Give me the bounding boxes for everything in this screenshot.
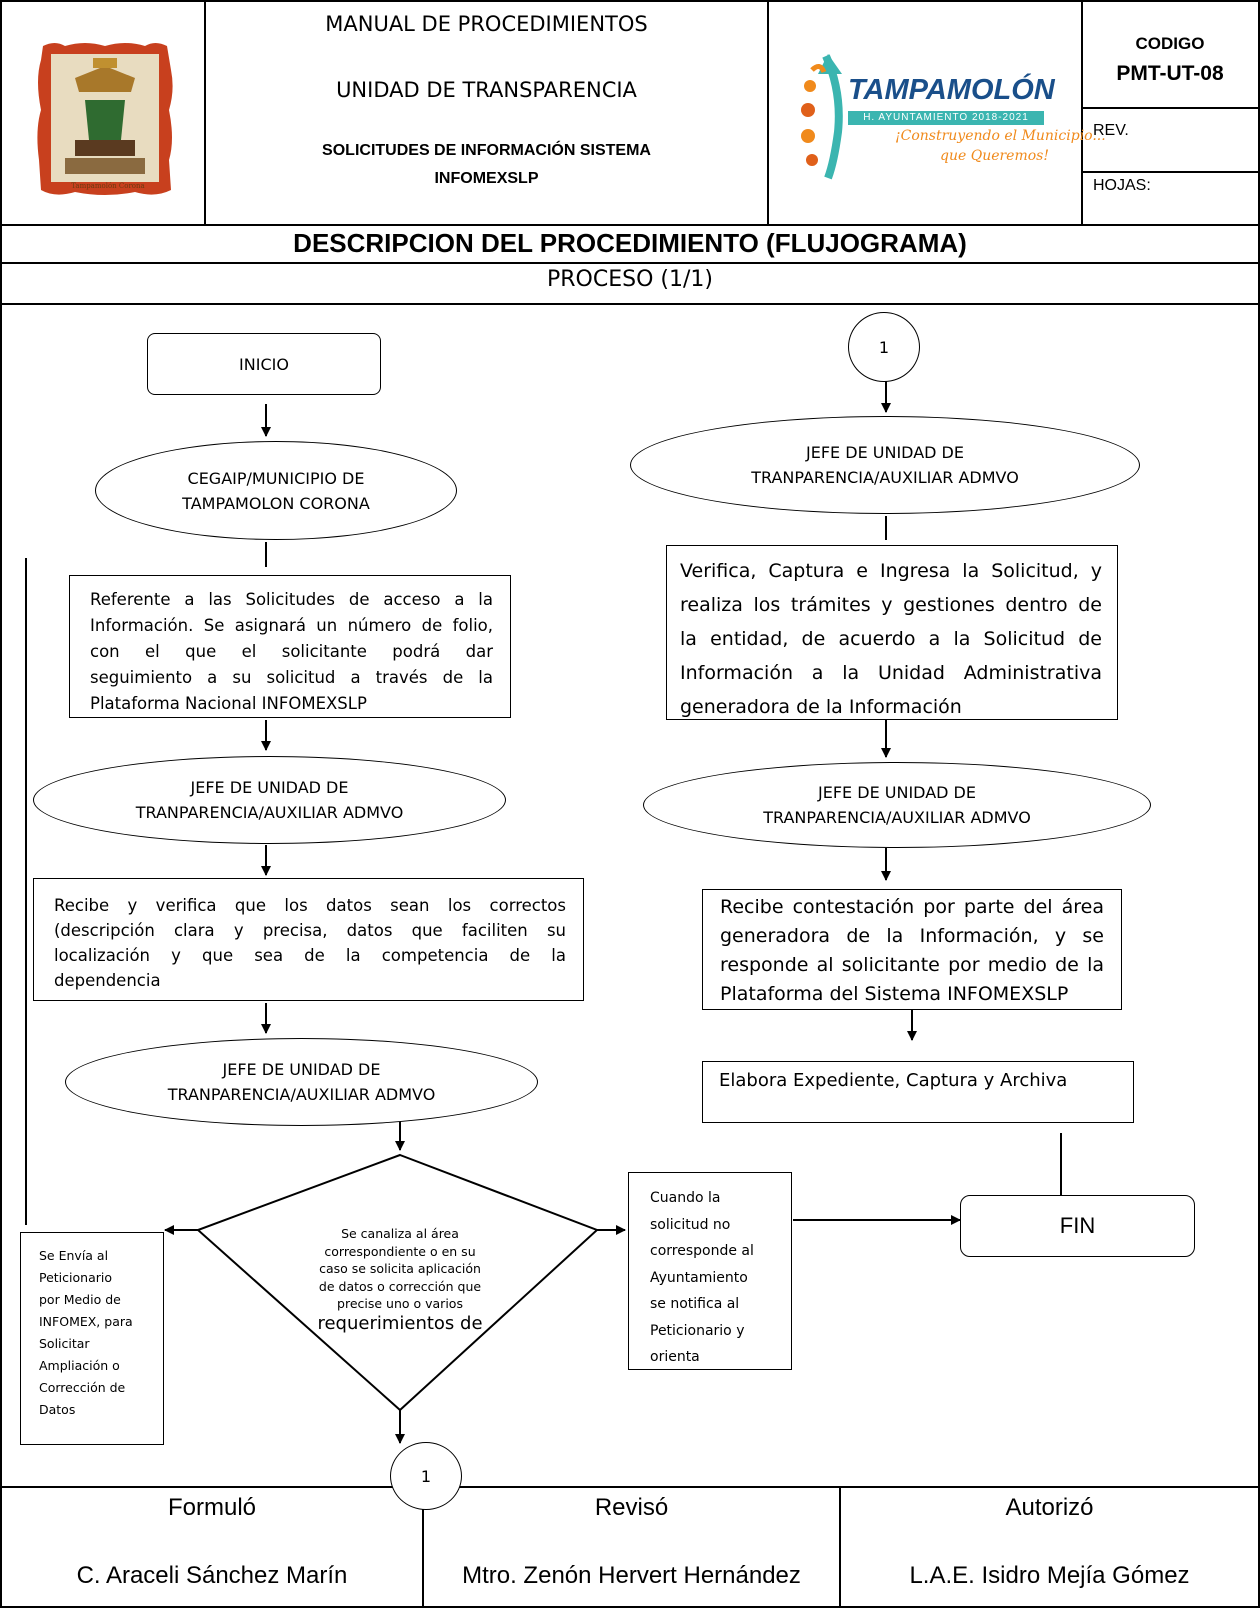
municipal-seal — [35, 40, 175, 198]
connector-label: 1 — [420, 1466, 432, 1486]
jefe-ellipse-1: JEFE DE UNIDAD DE TRANPARENCIA/AUXILIAR A… — [33, 756, 506, 844]
recibe-verifica-line: dependencia — [54, 971, 161, 990]
manual-title: MANUAL DE PROCEDIMIENTOS — [325, 12, 648, 36]
referente-box: Referente a las Solicitudes de acceso a … — [69, 575, 511, 718]
cuando-line: corresponde al — [650, 1243, 754, 1259]
connector-1-top: 1 — [848, 312, 920, 382]
decision-line: Se canaliza al área — [341, 1226, 459, 1241]
logo-subtitle: H. AYUNTAMIENTO 2018-2021 — [848, 111, 1044, 125]
cuando-line: solicitud no — [650, 1216, 731, 1233]
cuando-line: Peticionario y — [650, 1322, 745, 1339]
verifica-captura-box: Verifica, Captura e Ingresa la Solicitud… — [666, 545, 1118, 720]
decision-line: precise uno o varios — [337, 1296, 463, 1311]
cuando-line: Ayuntamiento — [650, 1269, 748, 1286]
jefe-ellipse-4: JEFE DE UNIDAD DE TRANPARENCIA/AUXILIAR A… — [643, 762, 1151, 848]
jefe-line-1: JEFE DE UNIDAD DE — [818, 783, 976, 802]
cuando-no-corresponde-box: Cuando la solicitud no corresponde al Ay… — [628, 1172, 792, 1370]
envia-line: Corrección de — [39, 1380, 126, 1395]
cegaip-ellipse: CEGAIP/MUNICIPIO DE TAMPAMOLON CORONA — [95, 441, 457, 540]
recibe-verifica-line: Recibe y verifica que los datos sean los… — [54, 896, 566, 915]
cuando-line: se notifica al — [650, 1296, 740, 1312]
procedure-subject-2: INFOMEXSLP — [434, 170, 539, 187]
rev-label: REV. — [1093, 122, 1129, 139]
recibe-verifica-box: Recibe y verifica que los datos sean los… — [33, 878, 584, 1001]
unit-title: UNIDAD DE TRANSPARENCIA — [336, 78, 637, 102]
process-label: PROCESO (1/1) — [547, 267, 713, 292]
decision-line: de datos o corrección que — [318, 1278, 482, 1294]
verifica-captura-line: realiza los trámites y gestiones dentro … — [680, 594, 1102, 616]
envia-line: INFOMEX, para — [39, 1314, 133, 1329]
envia-line: Se Envía al — [39, 1248, 109, 1263]
envia-line: Solicitar — [39, 1336, 90, 1351]
referente-line: con el que el solicitante podrá dar — [90, 642, 493, 661]
recibe-verifica-line: localización y que sea de la competencia… — [54, 946, 566, 965]
referente-line: Información. Se asignará un número de fo… — [90, 616, 493, 635]
connector-1-bottom: 1 — [390, 1442, 462, 1510]
section-title: DESCRIPCION DEL PROCEDIMIENTO (FLUJOGRAM… — [293, 228, 967, 258]
recibe-contestacion-box: Recibe contestación por parte del área g… — [702, 889, 1122, 1010]
recibe-contestacion-line: Recibe contestación por parte del área — [720, 896, 1104, 918]
procedure-subject-1: SOLICITUDES DE INFORMACIÓN SISTEMA — [322, 142, 651, 159]
formulo-label: Formuló — [167, 1494, 257, 1521]
envia-peticionario-box: Se Envía al Peticionario por Medio de IN… — [20, 1232, 164, 1445]
decision-text: Se canaliza al área correspondiente o en… — [300, 1225, 500, 1335]
jefe-line-1: JEFE DE UNIDAD DE — [190, 778, 349, 797]
decision-line: correspondiente o en su — [324, 1243, 476, 1259]
codigo-label: CODIGO — [1135, 34, 1205, 53]
referente-line: seguimiento a su solicitud a través de l… — [90, 668, 493, 687]
envia-line: por Medio de — [39, 1292, 121, 1307]
hojas-label: HOJAS: — [1093, 177, 1151, 194]
elabora-label: Elabora Expediente, Captura y Archiva — [719, 1070, 1068, 1091]
jefe-line-2: TRANPARENCIA/AUXILIAR ADMVO — [763, 808, 1031, 827]
jefe-line-2: TRANPARENCIA/AUXILIAR ADMVO — [135, 803, 404, 822]
envia-line: Peticionario — [39, 1270, 112, 1285]
recibe-contestacion-line: generadora de la Información, y se — [720, 925, 1104, 947]
verifica-captura-line: Verifica, Captura e Ingresa la Solicitud… — [680, 560, 1102, 582]
end-label: FIN — [1059, 1213, 1096, 1238]
jefe-ellipse-3: JEFE DE UNIDAD DE TRANPARENCIA/AUXILIAR A… — [630, 416, 1140, 514]
formulo-name: C. Araceli Sánchez Marín — [76, 1562, 348, 1589]
codigo-value: PMT-UT-08 — [1116, 62, 1224, 85]
cuando-line: orienta — [650, 1349, 700, 1365]
decision-line: requerimientos de — [317, 1312, 483, 1334]
autorizo-name: L.A.E. Isidro Mejía Gómez — [909, 1562, 1190, 1589]
decision-line: caso se solicita aplicación — [319, 1261, 481, 1276]
referente-line: Plataforma Nacional INFOMEXSLP — [90, 694, 367, 713]
verifica-captura-line: Información a la Unidad Administrativa — [680, 662, 1102, 684]
jefe-line-1: JEFE DE UNIDAD DE — [806, 443, 964, 462]
reviso-name: Mtro. Zenón Hervert Hernández — [462, 1562, 801, 1589]
connector-label: 1 — [878, 337, 890, 357]
cuando-line: Cuando la — [650, 1190, 721, 1206]
end-terminal: FIN — [960, 1195, 1195, 1257]
tampamolon-logo — [798, 52, 1083, 182]
jefe-ellipse-2: JEFE DE UNIDAD DE TRANPARENCIA/AUXILIAR A… — [65, 1038, 538, 1126]
logo-slogan-2: que Queremos! — [940, 148, 1049, 164]
autorizo-label: Autorizó — [1005, 1494, 1094, 1521]
recibe-verifica-line: (descripción clara y precisa, datos que … — [54, 921, 566, 940]
cegaip-line-2: TAMPAMOLON CORONA — [182, 493, 370, 513]
recibe-contestacion-line: Plataforma del Sistema INFOMEXSLP — [720, 983, 1069, 1005]
cegaip-line-1: CEGAIP/MUNICIPIO DE — [187, 468, 365, 488]
logo-name: TAMPAMOLÓN — [848, 74, 1055, 106]
elabora-expediente-box: Elabora Expediente, Captura y Archiva — [702, 1061, 1134, 1123]
verifica-captura-line: la entidad, de acuerdo a la Solicitud de — [680, 628, 1102, 650]
referente-line: Referente a las Solicitudes de acceso a … — [90, 590, 493, 609]
jefe-line-1: JEFE DE UNIDAD DE — [222, 1060, 381, 1079]
logo-slogan-1: ¡Construyendo el Municipio... — [895, 128, 1106, 144]
start-terminal: INICIO — [147, 333, 381, 395]
reviso-label: Revisó — [594, 1494, 669, 1521]
start-label: INICIO — [239, 354, 289, 374]
jefe-line-2: TRANPARENCIA/AUXILIAR ADMVO — [751, 468, 1019, 487]
seal-caption: Tampamolón Corona — [71, 182, 145, 190]
verifica-captura-line: generadora de la Información — [680, 696, 962, 718]
jefe-line-2: TRANPARENCIA/AUXILIAR ADMVO — [167, 1085, 436, 1104]
recibe-contestacion-line: responde al solicitante por medio de la — [720, 954, 1104, 976]
envia-line: Ampliación o — [39, 1358, 120, 1373]
envia-line: Datos — [39, 1402, 76, 1417]
